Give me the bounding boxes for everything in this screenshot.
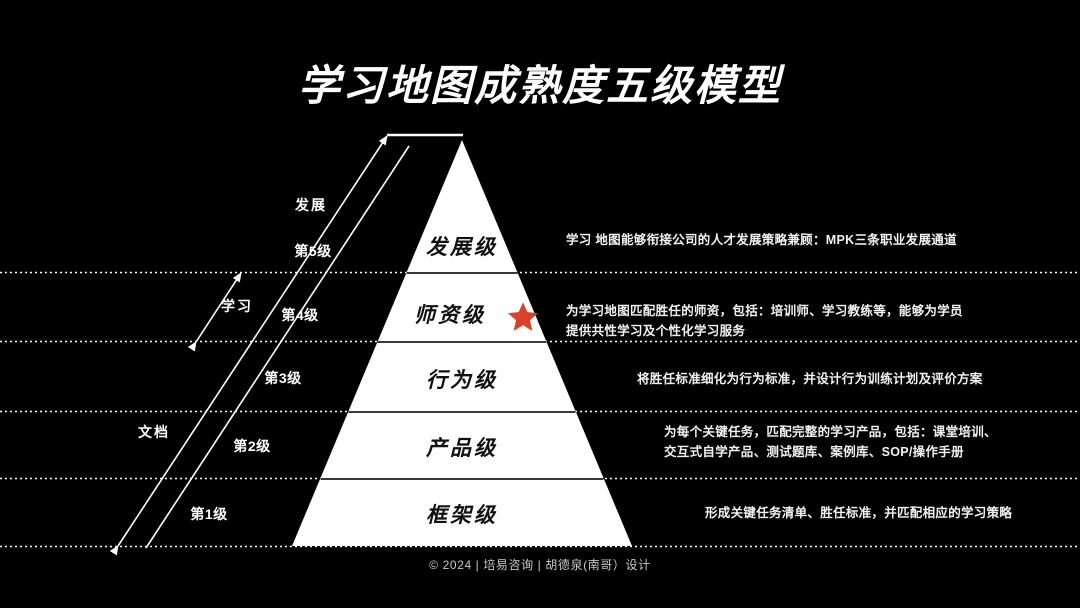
desc-line: 交互式自学产品、测试题库、案例库、SOP/操作手册: [664, 445, 964, 459]
desc-line: 学习 地图能够衔接公司的人才发展策略兼顾：MPK三条职业发展通道: [566, 233, 957, 247]
tier-description-2: 为每个关键任务，匹配完整的学习产品，包括：课堂培训、 交互式自学产品、测试题库、…: [664, 422, 997, 462]
tier-name-1: 框架级: [426, 504, 498, 527]
group-label-development: 发展: [295, 197, 327, 213]
tier-name-4: 师资级: [414, 304, 486, 327]
tier-level-2: 第2级: [233, 438, 271, 454]
desc-line: 提供共性学习及个性化学习服务: [566, 324, 746, 338]
tier-description-4: 为学习地图匹配胜任的师资，包括：培训师、学习教练等，能够为学员 提供共性学习及个…: [566, 301, 963, 341]
tier-description-1: 形成关键任务清单、胜任标准，并匹配相应的学习策略: [705, 503, 1012, 523]
star-icon: [506, 300, 540, 334]
tier-level-4: 第4级: [281, 307, 319, 323]
group-label-learning: 学习: [221, 298, 253, 314]
tier-description-5: 学习 地图能够衔接公司的人才发展策略兼顾：MPK三条职业发展通道: [566, 230, 957, 250]
tier-level-1: 第1级: [190, 506, 228, 522]
tier-name-5: 发展级: [426, 236, 498, 259]
page-title: 学习地图成熟度五级模型: [297, 62, 782, 109]
tier-name-2: 产品级: [426, 437, 498, 460]
desc-line: 为学习地图匹配胜任的师资，包括：培训师、学习教练等，能够为学员: [566, 304, 963, 318]
desc-line: 将胜任标准细化为行为标准，并设计行为训练计划及评价方案: [637, 372, 983, 386]
desc-line: 形成关键任务清单、胜任标准，并匹配相应的学习策略: [705, 506, 1013, 520]
tier-level-5: 第5级: [294, 243, 332, 259]
footer-credit: © 2024 | 培易咨询 | 胡德泉(南哥）设计: [429, 558, 651, 572]
desc-line: 为每个关键任务，匹配完整的学习产品，包括：课堂培训、: [664, 425, 997, 439]
bracket-learning-span: [187, 272, 242, 352]
tier-name-3: 行为级: [426, 369, 498, 392]
tier-level-3: 第3级: [264, 370, 302, 386]
bracket-rails: [109, 135, 410, 556]
tier-description-3: 将胜任标准细化为行为标准，并设计行为训练计划及评价方案: [637, 369, 983, 389]
group-label-document: 文档: [138, 424, 170, 440]
